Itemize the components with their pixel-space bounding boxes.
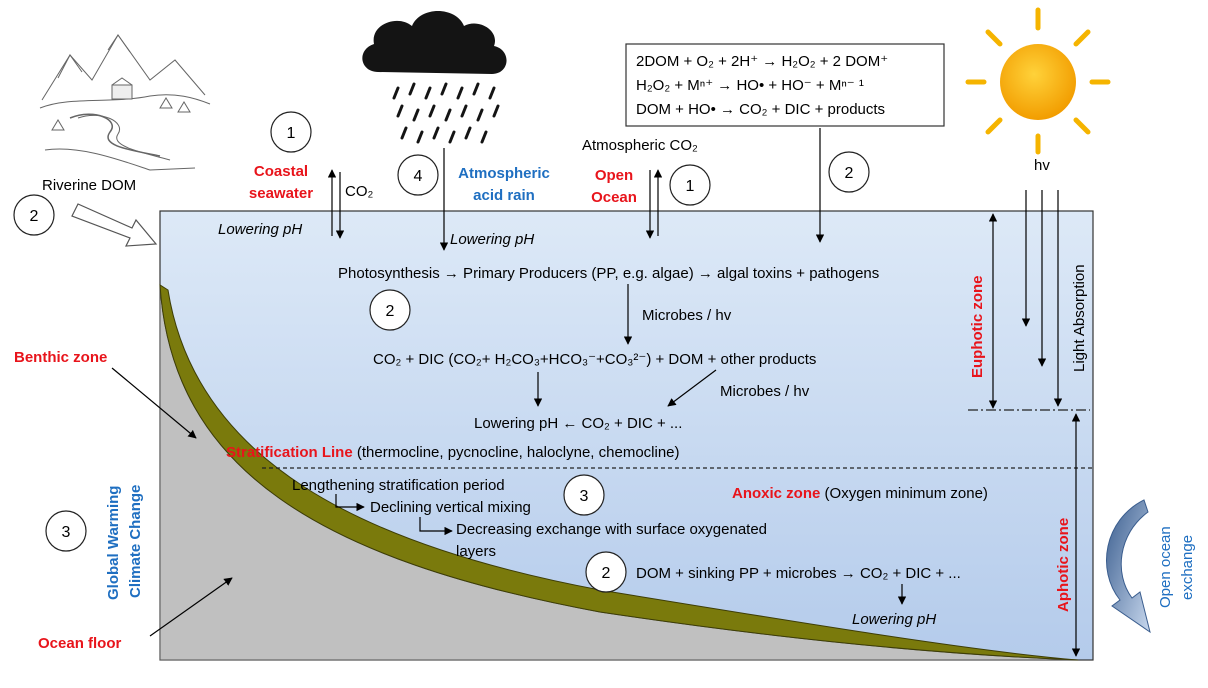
marker-1-open: 1 bbox=[686, 178, 695, 195]
coastal-lowering-ph-label: Lowering pH bbox=[218, 221, 302, 238]
elbow-arrow-2 bbox=[419, 517, 453, 536]
marker-circle-1-open bbox=[669, 164, 711, 206]
microbes-hv-label-2: Microbes / hv bbox=[720, 383, 810, 400]
marker-2-river: 2 bbox=[30, 208, 39, 225]
decreasing-label-1: Decreasing exchange with surface oxygena… bbox=[456, 521, 767, 538]
marker-3-stratification: 3 bbox=[580, 488, 589, 505]
photosynthesis-line: Photosynthesis → Primary Producers (PP, … bbox=[338, 265, 879, 282]
marker-circle-3-global bbox=[45, 510, 87, 552]
benthic-band bbox=[159, 284, 1079, 661]
coastal-seawater-label-1: Coastal bbox=[254, 163, 308, 180]
acid-rain-label-2: acid rain bbox=[473, 187, 535, 204]
global-warming-label: Global Warming bbox=[105, 486, 122, 600]
lengthening-label: Lengthening stratification period bbox=[292, 477, 505, 494]
marker-4-rain: 4 bbox=[414, 168, 423, 185]
marker-circle-4-rain bbox=[397, 154, 439, 196]
atmospheric-co2-label: Atmospheric CO₂ bbox=[582, 137, 698, 154]
marker-1-coastal: 1 bbox=[287, 125, 296, 142]
coastal-co2-label: CO₂ bbox=[345, 183, 374, 200]
ocean-floor-pointer bbox=[149, 577, 233, 637]
open-ocean-exchange-arrow bbox=[1106, 499, 1151, 634]
microbes-diagonal-arrow bbox=[667, 369, 717, 407]
acid-rain-label-1: Atmospheric bbox=[458, 165, 550, 182]
marker-2-photosynthesis: 2 bbox=[386, 303, 395, 320]
sinking-lowering-ph-label: Lowering pH bbox=[852, 611, 936, 628]
marker-2-equations: 2 bbox=[845, 165, 854, 182]
open-ocean-label-1: Open bbox=[595, 167, 633, 184]
equation-box bbox=[625, 43, 945, 127]
ocean-floor-label: Ocean floor bbox=[38, 635, 122, 652]
dic-line: CO₂ + DIC (CO₂+ H₂CO₃+HCO₃⁻+CO₃²⁻) + DOM… bbox=[373, 351, 816, 368]
elbow-arrow-1 bbox=[335, 494, 365, 512]
marker-circle-3-stratification bbox=[563, 474, 605, 516]
equation-3: DOM + HO• → CO₂ + DIC + products bbox=[636, 101, 885, 118]
microbes-hv-label-1: Microbes / hv bbox=[642, 307, 732, 324]
rain-lowering-ph-label: Lowering pH bbox=[450, 231, 534, 248]
coastal-seawater-label-2: seawater bbox=[249, 185, 313, 202]
marker-3-global: 3 bbox=[62, 524, 71, 541]
sinking-line: DOM + sinking PP + microbes → CO₂ + DIC … bbox=[636, 565, 961, 582]
equation-1: 2DOM + O₂ + 2H⁺ → H₂O₂ + 2 DOM⁺ bbox=[636, 53, 888, 70]
benthic-zone-label: Benthic zone bbox=[14, 349, 107, 366]
decreasing-label-2: layers bbox=[456, 543, 496, 560]
light-absorption-label: Light Absorption bbox=[1071, 264, 1088, 372]
stratification-label: Stratification Line (thermocline, pycnoc… bbox=[226, 444, 680, 461]
open-ocean-exchange-label-2: exchange bbox=[1179, 535, 1196, 600]
aphotic-zone-label: Aphotic zone bbox=[1055, 518, 1072, 612]
climate-change-label: Climate Change bbox=[127, 485, 144, 598]
marker-circle-2-photosynthesis bbox=[369, 289, 411, 331]
open-ocean-exchange-label-1: Open ocean bbox=[1157, 526, 1174, 608]
marker-circle-2-equations bbox=[828, 151, 870, 193]
mountain-landscape-icon bbox=[39, 34, 211, 171]
river-input-arrow bbox=[71, 203, 158, 247]
sun-icon bbox=[965, 7, 1111, 155]
declining-label: Declining vertical mixing bbox=[370, 499, 531, 516]
open-ocean-label-2: Ocean bbox=[591, 189, 637, 206]
equation-2: H₂O₂ + Mⁿ⁺ → HO• + HO⁻ + Mⁿ⁻ ¹ bbox=[636, 77, 864, 94]
marker-circle-2-sinking bbox=[585, 551, 627, 593]
rain-cloud-icon bbox=[362, 11, 507, 144]
hv-label: hv bbox=[1034, 157, 1050, 174]
benthic-pointer bbox=[111, 367, 197, 439]
marker-2-sinking: 2 bbox=[602, 565, 611, 582]
euphotic-zone-label: Euphotic zone bbox=[969, 276, 986, 379]
lowering-ph-line: Lowering pH ← CO₂ + DIC + ... bbox=[474, 415, 682, 432]
marker-circle-2-river bbox=[13, 194, 55, 236]
anoxic-zone-label: Anoxic zone (Oxygen minimum zone) bbox=[732, 485, 988, 502]
marker-circle-1-coastal bbox=[270, 111, 312, 153]
riverine-dom-label: Riverine DOM bbox=[42, 177, 136, 194]
